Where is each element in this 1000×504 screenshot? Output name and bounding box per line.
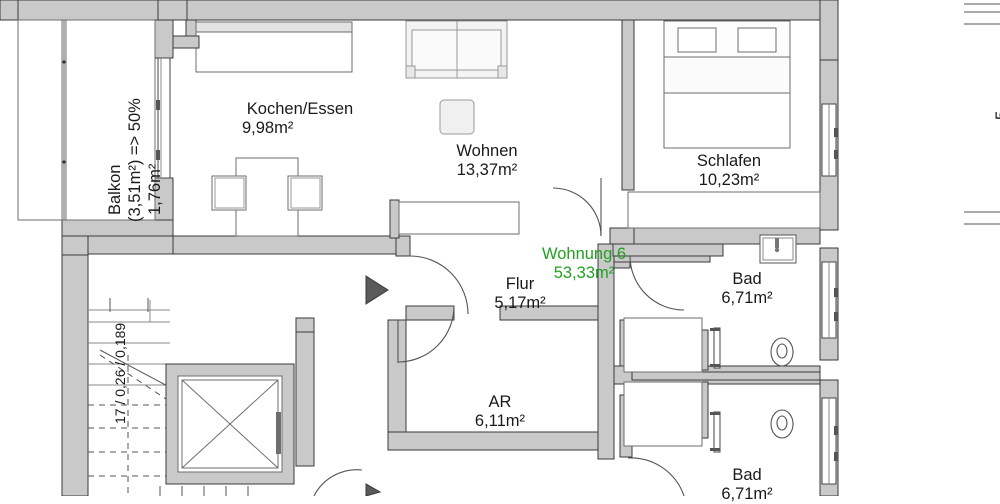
shower-lower-icon <box>623 381 703 447</box>
dining-chair-right-icon <box>287 175 323 211</box>
room-name: Flur <box>505 275 535 293</box>
dining-chair-left-icon <box>211 175 247 211</box>
room-area: 6,11m² <box>474 412 526 430</box>
kitchen-counter <box>195 21 353 73</box>
room-name: Wohnen <box>456 142 518 160</box>
room-label-bad-upper: Bad 6,71m² <box>692 270 802 308</box>
bath-window-lower <box>821 397 838 485</box>
toilet-icon <box>770 409 794 439</box>
room-name: Bad <box>732 270 762 288</box>
balcony-area-label: 1,76m² <box>146 163 164 215</box>
triangle-right-icon <box>365 483 382 496</box>
shower-upper-icon <box>623 317 703 373</box>
room-name: AR <box>488 393 512 411</box>
triangle-right-icon <box>365 275 389 305</box>
sofa-icon <box>405 20 508 79</box>
bedroom-wardrobe-icon <box>627 191 821 229</box>
unit-label-wohnung: Wohnung 6 53,33m² <box>519 245 649 283</box>
room-area: 5,17m² <box>494 294 546 312</box>
dimension-lines <box>964 3 1000 225</box>
room-name: Schlafen <box>696 152 762 170</box>
room-area: 10,23m² <box>698 171 760 189</box>
bedroom-window <box>821 103 838 177</box>
room-name: Bad <box>732 466 762 484</box>
room-area: 13,37m² <box>456 161 518 179</box>
room-label-bad-lower: Bad 6,71m² <box>692 466 802 504</box>
bath-window-upper <box>821 261 838 339</box>
room-label-kochen-essen: Kochen/Essen 9,98m² <box>180 100 420 138</box>
door-swings <box>313 178 685 496</box>
room-area: 9,98m² <box>242 119 294 137</box>
bath-door-upper <box>710 327 721 369</box>
room-label-flur: Flur 5,17m² <box>470 275 570 313</box>
stairwell <box>88 298 249 496</box>
balcony-outline <box>17 19 156 221</box>
room-area: 6,71m² <box>721 289 773 307</box>
balcony-gross-label: (3,51m²) => 50% <box>126 98 144 222</box>
room-area: 6,71m² <box>721 485 773 503</box>
bath-door-lower <box>710 411 721 453</box>
stair-note-label: 17 / 0,26 / 0,189 <box>112 322 128 424</box>
unit-name: Wohnung 6 <box>541 245 627 263</box>
room-name: Kochen/Essen <box>246 100 354 118</box>
edge-text-fragment: 5 <box>992 111 1000 120</box>
coffee-table-icon <box>439 99 475 135</box>
unit-area: 53,33m² <box>553 264 615 282</box>
balcony-name-label: Balkon <box>106 164 124 215</box>
toilet-icon <box>770 337 794 367</box>
room-label-wohnen: Wohnen 13,37m² <box>392 142 582 180</box>
kitchen-counter-left-return <box>172 35 200 49</box>
sideboard-icon <box>398 201 520 235</box>
sink-icon <box>759 234 797 264</box>
room-label-schlafen: Schlafen 10,23m² <box>636 152 822 190</box>
room-label-ar: AR 6,11m² <box>450 393 550 431</box>
balcony-door <box>156 57 171 179</box>
bed-icon <box>663 20 791 149</box>
elevator-shaft-icon <box>165 363 295 485</box>
